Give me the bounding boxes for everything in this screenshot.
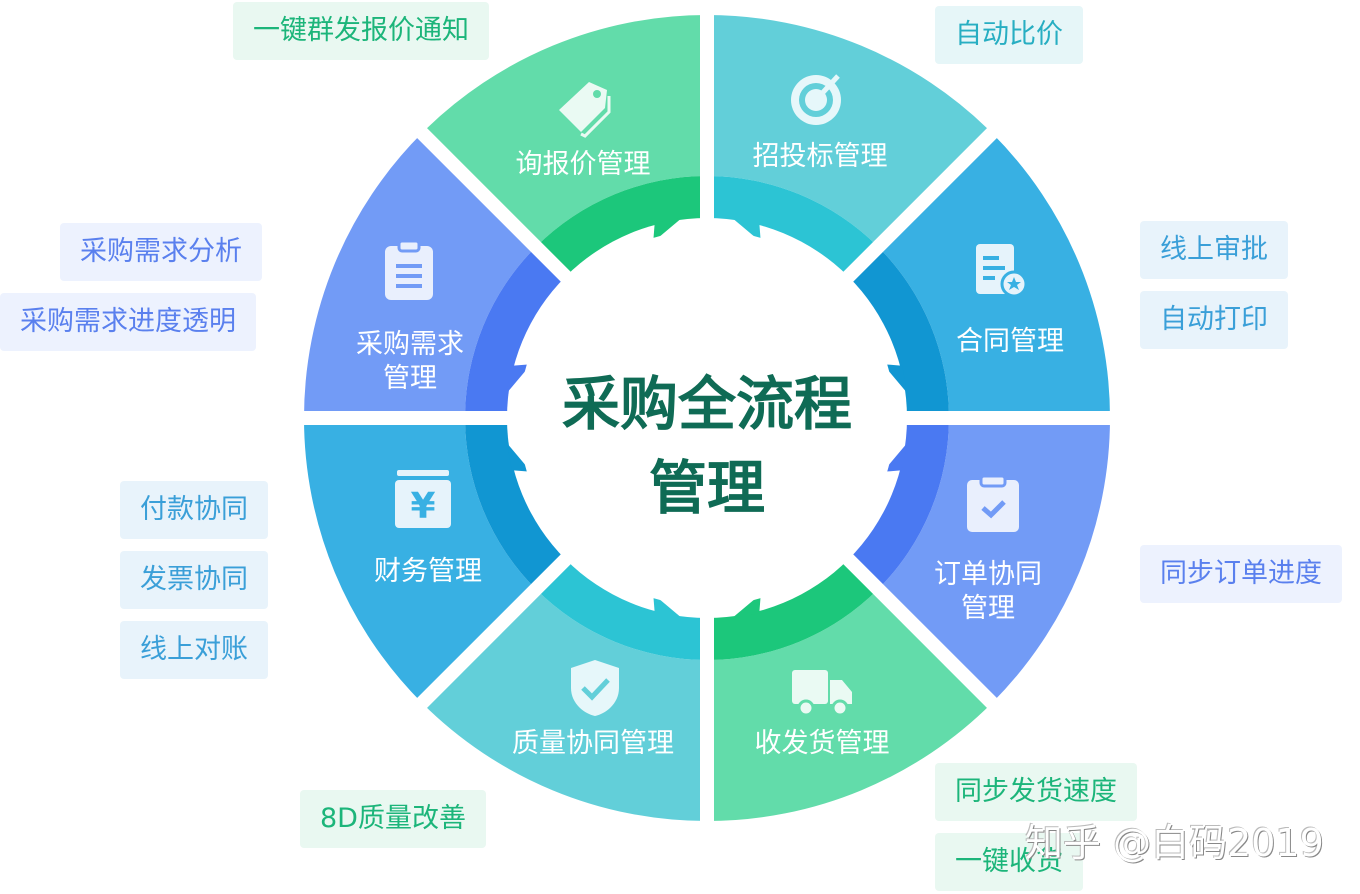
segment-bidding[interactable]: 招投标管理 — [752, 141, 888, 172]
tag-sync-order-progress: 同步订单进度 — [1140, 545, 1342, 603]
arrow-notch — [731, 593, 761, 619]
arrow-notch — [882, 442, 908, 472]
segment-inner-band — [465, 246, 573, 418]
tag-sync-shipping: 同步发货速度 — [935, 763, 1137, 821]
segment-inner-band — [707, 176, 879, 284]
tag-demand-analysis: 采购需求分析 — [60, 223, 262, 281]
segment-order[interactable]: 订单协同 管理 — [934, 559, 1042, 624]
segment-shape — [878, 418, 1110, 703]
target-icon — [791, 74, 841, 125]
center-title: 采购全流程 管理 — [561, 370, 853, 522]
tag-invoice: 发票协同 — [120, 551, 268, 609]
segment-contract[interactable]: 合同管理 — [956, 326, 1064, 357]
segment-delivery[interactable]: 收发货管理 — [754, 728, 890, 759]
segment-inner-band — [465, 418, 573, 590]
segment-inner-band — [535, 176, 707, 284]
segment-shape — [707, 589, 992, 821]
tag-online-approval: 线上审批 — [1140, 221, 1288, 279]
tag-payment: 付款协同 — [120, 481, 268, 539]
segment-shape — [304, 418, 536, 703]
tag-one-click-receive: 一键收货 — [935, 833, 1083, 891]
watermark: 知乎 @白码2019 — [1025, 821, 1324, 865]
segment-finance[interactable]: 财务管理 — [374, 556, 482, 587]
tag-demand-progress: 采购需求进度透明 — [0, 293, 256, 351]
segment-inner-band — [841, 418, 949, 590]
segment-inner-band — [535, 552, 707, 660]
price-tag-icon — [559, 82, 611, 138]
yen-icon: ¥ — [395, 470, 451, 528]
tag-reconciliation: 线上对账 — [120, 621, 268, 679]
segment-shape — [422, 589, 707, 821]
contract-icon — [976, 244, 1028, 298]
segment-inner-band — [707, 552, 879, 660]
clipboard-list-icon — [385, 240, 433, 300]
arrow-notch — [506, 364, 532, 394]
shield-check-icon — [571, 660, 619, 716]
svg-text:¥: ¥ — [410, 486, 435, 527]
tag-auto-compare: 自动比价 — [935, 6, 1083, 64]
segment-shape — [707, 15, 992, 247]
truck-icon — [792, 670, 852, 717]
segment-inquiry[interactable]: 询报价管理 — [515, 149, 651, 180]
tag-auto-print: 自动打印 — [1140, 291, 1288, 349]
arrow-notch — [506, 442, 532, 472]
center-disc — [519, 230, 895, 606]
segment-quality[interactable]: 质量协同管理 — [512, 728, 674, 759]
tag-8d-quality: 8D质量改善 — [300, 790, 486, 848]
arrow-notch — [882, 364, 908, 394]
segment-inner-band — [841, 246, 949, 418]
clipboard-check-icon — [967, 474, 1019, 532]
segment-shape — [422, 15, 707, 247]
arrow-notch — [653, 593, 683, 619]
segment-demand[interactable]: 采购需求 管理 — [356, 329, 464, 394]
tag-bulk-quote-notice: 一键群发报价通知 — [233, 2, 489, 60]
